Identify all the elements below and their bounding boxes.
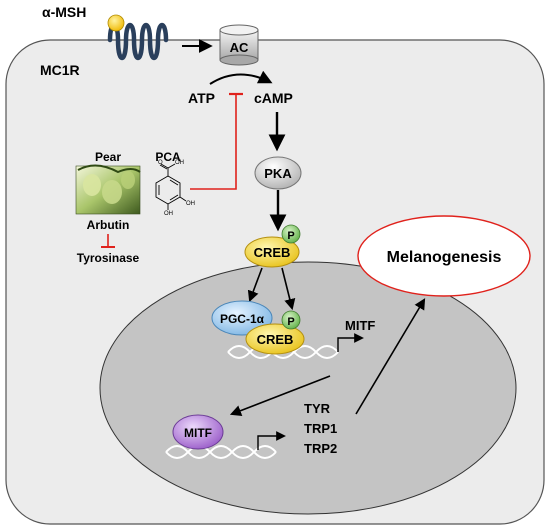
mc1r-receptor — [107, 22, 169, 61]
atp-label: ATP — [188, 90, 215, 106]
alpha-msh-ligand — [107, 14, 125, 32]
creb-nucleus-label: CREB — [257, 332, 294, 347]
pca-structure — [155, 163, 187, 210]
melanogenesis-outcome — [357, 215, 531, 297]
ac-enzyme — [219, 24, 259, 66]
arrow-atp-to-camp — [209, 70, 273, 85]
pca-label: PCA — [155, 150, 181, 164]
pear-image — [75, 164, 141, 215]
phospho-label-cytoplasm: P — [287, 230, 294, 242]
targets-transcription-arrow — [257, 431, 286, 450]
pca-o-label: O — [158, 160, 163, 166]
arrow-targets-to-melanogenesis — [355, 298, 426, 415]
creb-nucleus — [245, 323, 305, 355]
pgc1a-label: PGC-1α — [220, 312, 265, 326]
mitf-transcription-arrow — [337, 333, 364, 352]
melanogenesis-label: Melanogenesis — [387, 249, 502, 266]
pca-oh-label-2: OH — [186, 201, 195, 207]
dna-strand-lower — [165, 445, 277, 459]
arrow-creb-to-pgc1a — [247, 267, 263, 303]
target-gene-trp1: TRP1 — [304, 421, 337, 436]
arrow-creb-to-nuclear-creb — [281, 267, 296, 311]
pear-label: Pear — [95, 150, 121, 164]
phospho-label-nucleus: P — [287, 316, 294, 328]
pgc1a-coactivator — [211, 300, 273, 336]
arbutin-label: Arbutin — [87, 218, 130, 232]
pka-enzyme — [254, 156, 302, 190]
phospho-group-nucleus — [281, 310, 301, 330]
creb-cytoplasm — [244, 236, 300, 268]
pca-oh-label-3: OH — [164, 211, 173, 217]
target-gene-tyr: TYR — [304, 401, 331, 416]
mitf-protein-label: MITF — [184, 426, 212, 440]
mitf-protein — [172, 414, 224, 450]
camp-label: cAMP — [254, 90, 293, 106]
nucleus — [99, 261, 517, 515]
creb-cytoplasm-label: CREB — [254, 245, 291, 260]
pca-oh-label-1: OH — [175, 160, 184, 166]
mc1r-label: MC1R — [40, 62, 80, 78]
alpha-msh-label: α-MSH — [42, 4, 86, 20]
arrow-mitf-gene-to-protein — [229, 375, 331, 416]
pca-inhibition-line — [190, 94, 237, 190]
phospho-group-cytoplasm — [281, 224, 301, 244]
target-gene-trp2: TRP2 — [304, 441, 337, 456]
mitf-gene-label: MITF — [345, 318, 375, 333]
tyrosinase-label: Tyrosinase — [77, 251, 140, 265]
pka-label: PKA — [264, 166, 292, 181]
ac-label: AC — [230, 40, 249, 55]
